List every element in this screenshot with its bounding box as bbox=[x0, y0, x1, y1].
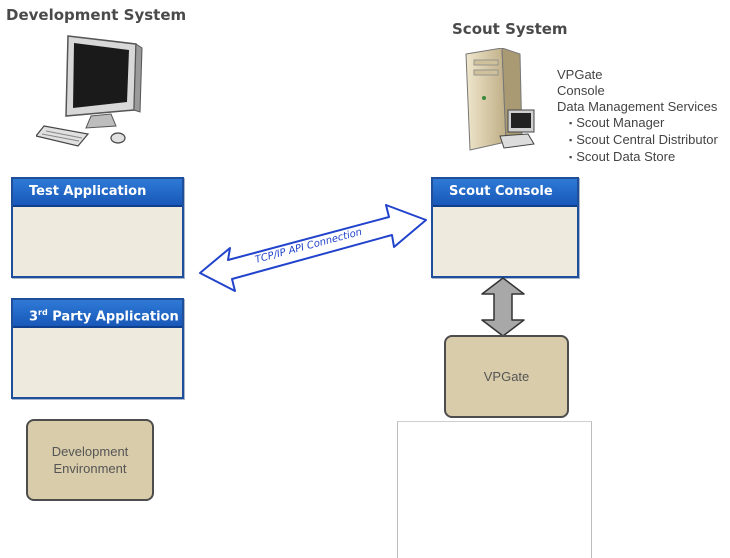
service-item-vpgate: VPGate bbox=[557, 67, 603, 82]
service-subitem-data-store: Scout Data Store bbox=[569, 149, 718, 166]
server-tower-icon bbox=[465, 48, 535, 151]
service-item-console: Console bbox=[557, 83, 605, 98]
dev-system-title: Development System bbox=[6, 6, 187, 24]
test-application-title: Test Application bbox=[13, 179, 182, 207]
third-party-label: Party Application bbox=[47, 309, 179, 325]
third-party-ordinal: rd bbox=[38, 308, 48, 317]
scout-console-title: Scout Console bbox=[433, 179, 577, 207]
vpgate-box: VPGate bbox=[444, 335, 569, 418]
third-party-number: 3 bbox=[29, 309, 39, 325]
development-environment-box: Development Environment bbox=[26, 419, 154, 501]
service-subitem-scout-manager: Scout Manager bbox=[569, 115, 718, 132]
service-item-data-management: Data Management Services bbox=[557, 99, 718, 114]
test-application-window: Test Application bbox=[11, 177, 184, 278]
service-subitem-central-distributor: Scout Central Distributor bbox=[569, 132, 718, 149]
third-party-application-window: 3rd Party Application bbox=[11, 298, 184, 399]
console-vpgate-arrow bbox=[481, 277, 525, 337]
tcpip-connection-arrow: TCP/IP API Connection bbox=[199, 204, 427, 292]
scout-system-title: Scout System bbox=[452, 20, 568, 38]
third-party-application-title: 3rd Party Application bbox=[13, 300, 182, 328]
scout-console-window: Scout Console bbox=[431, 177, 579, 278]
scout-services-list: VPGate Console Data Management Services … bbox=[557, 67, 718, 166]
blank-panel bbox=[397, 421, 592, 558]
desktop-computer-icon bbox=[36, 35, 143, 147]
